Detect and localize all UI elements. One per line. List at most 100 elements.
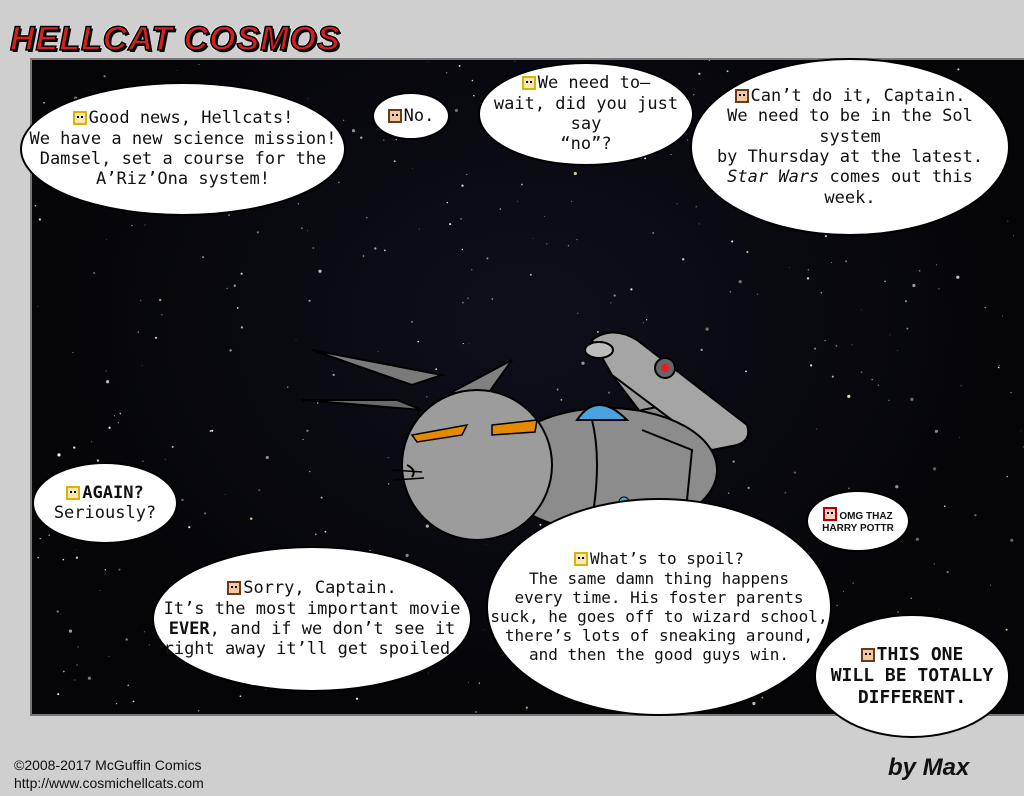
- speech-bubble-5: AGAIN? Seriously?: [32, 462, 178, 544]
- star: [426, 61, 428, 63]
- star: [351, 129, 356, 133]
- star: [224, 493, 226, 495]
- star: [132, 700, 135, 703]
- star: [384, 249, 386, 252]
- star: [306, 429, 309, 432]
- star: [543, 216, 545, 218]
- star: [984, 306, 986, 309]
- star: [37, 306, 39, 307]
- star: [181, 498, 184, 502]
- star: [68, 629, 73, 633]
- star: [250, 517, 253, 520]
- blonde-face-icon: [521, 76, 536, 91]
- star: [331, 371, 333, 373]
- star: [499, 208, 502, 210]
- star: [37, 556, 40, 559]
- star: [302, 438, 304, 441]
- star: [491, 298, 494, 300]
- star: [906, 327, 909, 330]
- star: [435, 368, 438, 371]
- star: [87, 676, 91, 680]
- star: [560, 399, 563, 401]
- site-link[interactable]: http://www.cosmichellcats.com: [14, 774, 204, 791]
- star: [75, 556, 79, 559]
- star: [514, 60, 516, 62]
- star: [936, 264, 937, 266]
- star: [912, 283, 916, 288]
- star: [103, 75, 106, 78]
- star: [171, 445, 174, 448]
- star: [1010, 392, 1012, 394]
- star: [835, 345, 838, 347]
- star: [682, 258, 685, 261]
- star: [934, 429, 939, 433]
- star: [597, 331, 599, 333]
- star: [938, 288, 940, 290]
- star: [607, 391, 611, 394]
- star: [76, 664, 78, 666]
- star: [998, 365, 1000, 367]
- star: [461, 184, 464, 187]
- star: [91, 441, 93, 443]
- star: [72, 352, 74, 354]
- star: [752, 701, 756, 706]
- star: [76, 549, 77, 551]
- star: [644, 157, 647, 160]
- star: [844, 260, 848, 263]
- star: [74, 679, 76, 681]
- star: [446, 201, 449, 204]
- star: [708, 60, 711, 61]
- star: [355, 697, 359, 700]
- star: [300, 227, 303, 230]
- star: [529, 273, 532, 276]
- star: [729, 291, 732, 293]
- star: [117, 422, 119, 424]
- star: [258, 489, 261, 492]
- star: [645, 319, 648, 321]
- star: [410, 320, 414, 324]
- star: [139, 299, 142, 302]
- star: [57, 453, 61, 457]
- star: [462, 343, 464, 345]
- star: [485, 544, 487, 546]
- star: [39, 538, 41, 540]
- star: [105, 370, 107, 372]
- star: [240, 272, 243, 275]
- star: [297, 203, 300, 205]
- star: [127, 684, 130, 687]
- star: [198, 64, 200, 66]
- star: [202, 256, 205, 259]
- star: [746, 250, 749, 254]
- star: [884, 280, 886, 283]
- star: [670, 154, 672, 156]
- star: [630, 288, 633, 291]
- star: [847, 487, 850, 490]
- star: [959, 436, 960, 438]
- star: [393, 160, 396, 163]
- star: [1007, 220, 1009, 222]
- speech-bubble-6: Sorry, Captain. It’s the most important …: [152, 546, 472, 692]
- star: [610, 302, 612, 304]
- star: [576, 312, 579, 315]
- star: [426, 395, 428, 398]
- star: [48, 534, 51, 537]
- star: [99, 590, 101, 591]
- star: [695, 206, 697, 208]
- star: [1001, 315, 1003, 317]
- star: [960, 385, 962, 387]
- star: [383, 139, 385, 141]
- star: [473, 95, 475, 97]
- star: [239, 695, 242, 698]
- star: [256, 231, 260, 234]
- star: [343, 119, 345, 121]
- star: [104, 569, 107, 571]
- star: [698, 223, 700, 225]
- star: [904, 300, 908, 303]
- star: [652, 232, 655, 234]
- star: [820, 291, 823, 294]
- copyright-text: ©2008-2017 McGuffin Comics: [14, 757, 202, 773]
- star: [836, 604, 838, 607]
- star: [732, 460, 735, 463]
- star: [309, 470, 311, 473]
- star: [461, 301, 464, 304]
